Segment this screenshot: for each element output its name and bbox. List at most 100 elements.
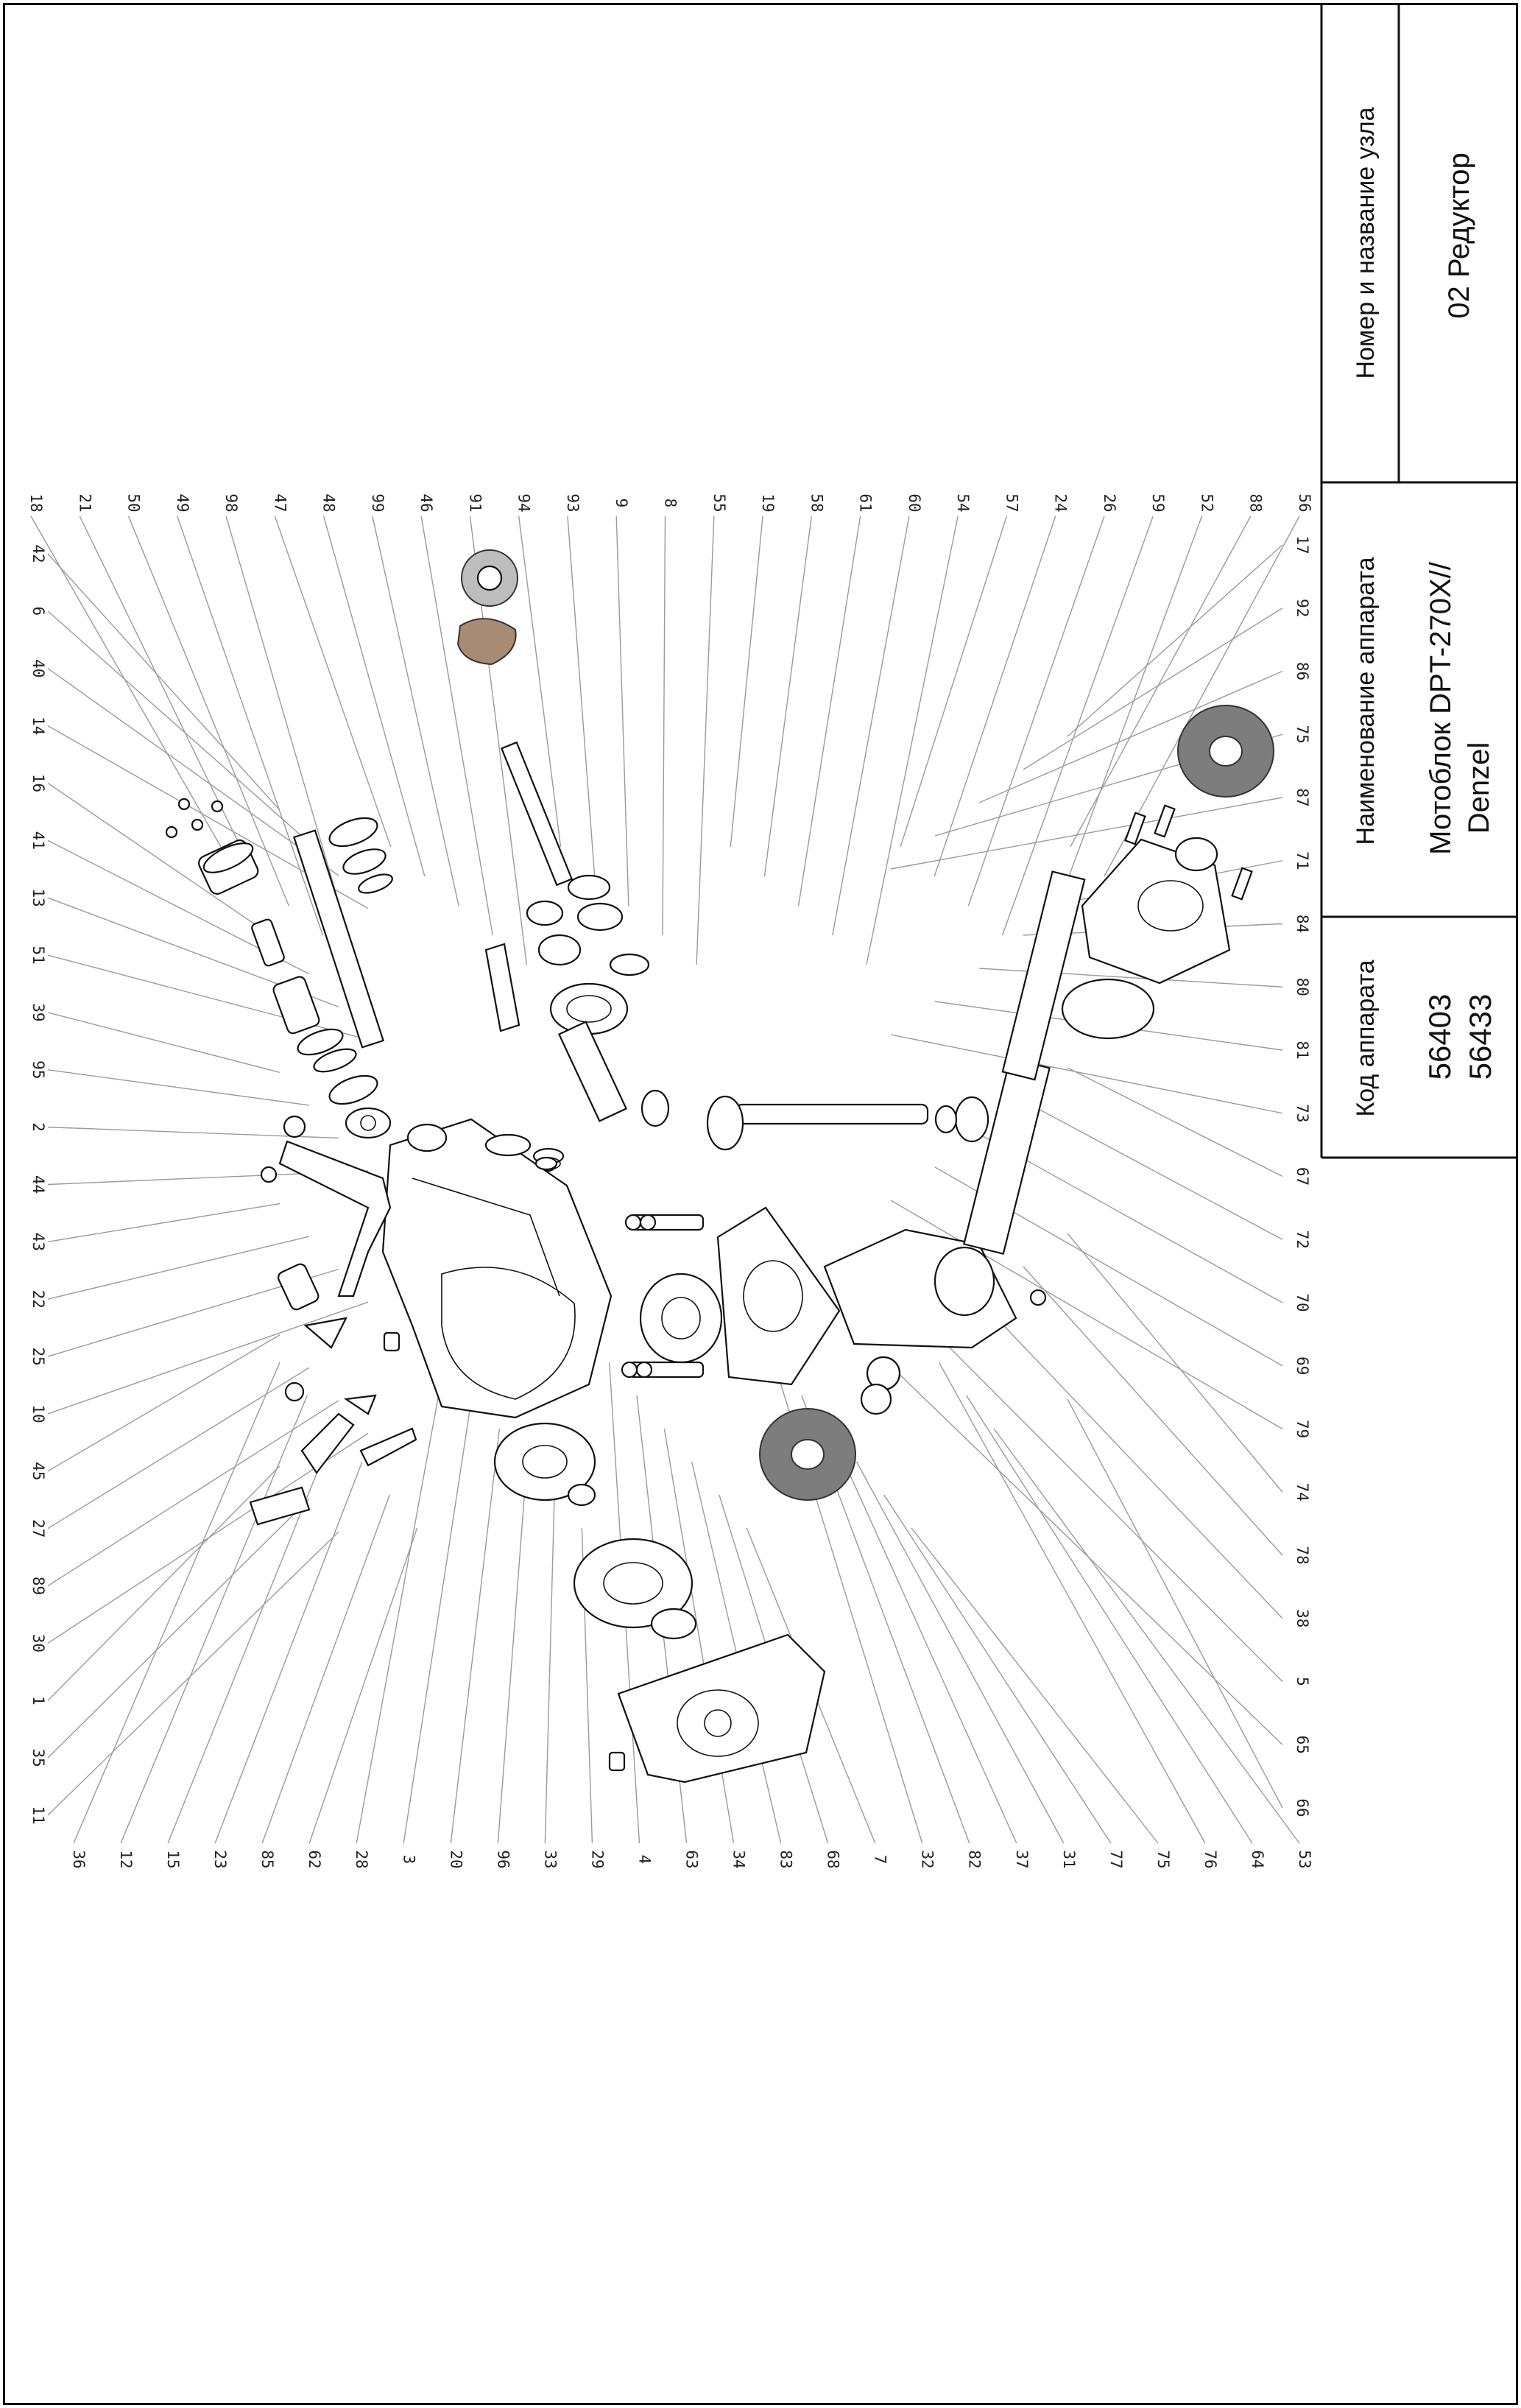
small-fasteners [484,1133,1047,1415]
callout-bottom-7: 7 [872,1855,889,1865]
callout-left-40: 40 [29,659,47,677]
flange-cap-part [456,549,518,666]
callout-top-58: 58 [808,493,825,512]
callout-right-73: 73 [1294,1104,1311,1122]
callout-right-72: 72 [1294,1231,1311,1249]
code-value-line2: 56433 [1463,994,1497,1080]
callout-right-65: 65 [1294,1736,1311,1754]
callout-left-2: 2 [29,1122,47,1132]
leader-lines [30,515,1300,1844]
leader-top-59 [1001,515,1154,936]
callout-left-42: 42 [29,544,47,563]
leader-top-48 [322,515,426,877]
leader-top-21 [79,515,255,877]
callout-top-98: 98 [222,493,240,512]
callout-right-70: 70 [1294,1293,1311,1312]
leader-bottom-85 [261,1494,390,1844]
callout-left-25: 25 [29,1347,47,1365]
callout-right-74: 74 [1294,1483,1311,1502]
leader-bottom-12 [120,1395,308,1844]
output-shaft-part [500,741,670,1127]
leader-top-9 [615,515,629,906]
callout-bottom-34: 34 [730,1850,748,1868]
callout-top-52: 52 [1198,493,1215,512]
callout-left-6: 6 [29,607,47,616]
leader-left-16 [47,782,280,942]
leader-bottom-20 [450,1428,501,1844]
spline-shaft-part [292,817,520,1049]
leader-left-45 [47,1334,280,1472]
callout-bottom-33: 33 [541,1850,559,1868]
leader-bottom-77 [883,1494,1112,1844]
callout-left-16: 16 [29,774,47,792]
leader-top-99 [372,515,459,906]
leader-right-67 [1067,1067,1283,1177]
leader-top-8 [662,515,666,936]
callout-bottom-83: 83 [777,1850,795,1868]
leader-left-89 [47,1400,339,1587]
leader-top-47 [274,515,392,848]
callout-right-5: 5 [1294,1677,1311,1686]
callout-left-14: 14 [29,717,47,735]
callout-bottom-77: 77 [1107,1850,1125,1868]
callout-bottom-96: 96 [494,1850,512,1868]
callout-left-89: 89 [29,1577,47,1595]
callout-top-24: 24 [1052,493,1070,512]
callout-right-78: 78 [1294,1546,1311,1564]
leader-right-72 [1023,1100,1283,1240]
leader-top-26 [967,515,1105,906]
leader-right-86 [978,670,1283,803]
leader-left-35 [47,1498,310,1759]
callout-top-48: 48 [320,493,338,512]
shift-lever-part [249,1115,417,1526]
callout-left-13: 13 [29,889,47,907]
callout-bottom-62: 62 [306,1850,323,1868]
leader-bottom-53 [993,1428,1300,1844]
callout-right-71: 71 [1294,851,1311,870]
leader-left-95 [47,1069,310,1106]
callout-top-9: 9 [613,499,630,508]
callout-right-84: 84 [1294,915,1311,933]
seal-ring-part [534,1156,558,1171]
leader-top-88 [1070,515,1252,848]
leader-bottom-76 [938,1362,1206,1844]
intermediate-flange-part [628,1206,841,1386]
leader-right-79 [890,1200,1283,1430]
leader-top-18 [30,515,222,848]
callout-left-35: 35 [29,1748,47,1767]
grey-disc-lower [759,1408,856,1501]
callout-top-8: 8 [662,499,680,508]
callout-bottom-31: 31 [1060,1850,1078,1868]
callout-bottom-85: 85 [258,1850,276,1868]
callout-right-66: 66 [1294,1798,1311,1817]
leader-left-10 [47,1301,369,1415]
callout-top-61: 61 [857,493,875,512]
callout-top-46: 46 [417,493,435,512]
callout-bottom-36: 36 [70,1850,88,1868]
callout-left-39: 39 [29,1003,47,1021]
leader-bottom-64 [966,1395,1253,1844]
leader-bottom-15 [167,1428,336,1844]
callout-right-87: 87 [1294,788,1311,806]
leader-left-6 [47,610,310,844]
callout-right-86: 86 [1294,662,1311,680]
callout-bottom-53: 53 [1296,1850,1313,1868]
device-label: Наименование аппарата [1352,557,1380,845]
leader-right-73 [890,1034,1283,1114]
leader-right-74 [1067,1233,1283,1493]
callout-bottom-75: 75 [1154,1850,1172,1868]
leader-bottom-23 [214,1461,363,1844]
leader-bottom-3 [403,1395,473,1844]
callout-bottom-23: 23 [211,1850,229,1868]
callout-bottom-76: 76 [1201,1850,1219,1868]
callout-right-81: 81 [1294,1041,1311,1059]
leader-bottom-33 [544,1494,555,1844]
leader-left-39 [47,1012,280,1074]
callout-top-99: 99 [369,493,387,512]
leader-right-65 [890,1365,1283,1745]
leader-bottom-62 [308,1527,418,1844]
callout-bottom-68: 68 [825,1850,842,1868]
callout-right-80: 80 [1294,978,1311,996]
callout-left-95: 95 [29,1060,47,1079]
